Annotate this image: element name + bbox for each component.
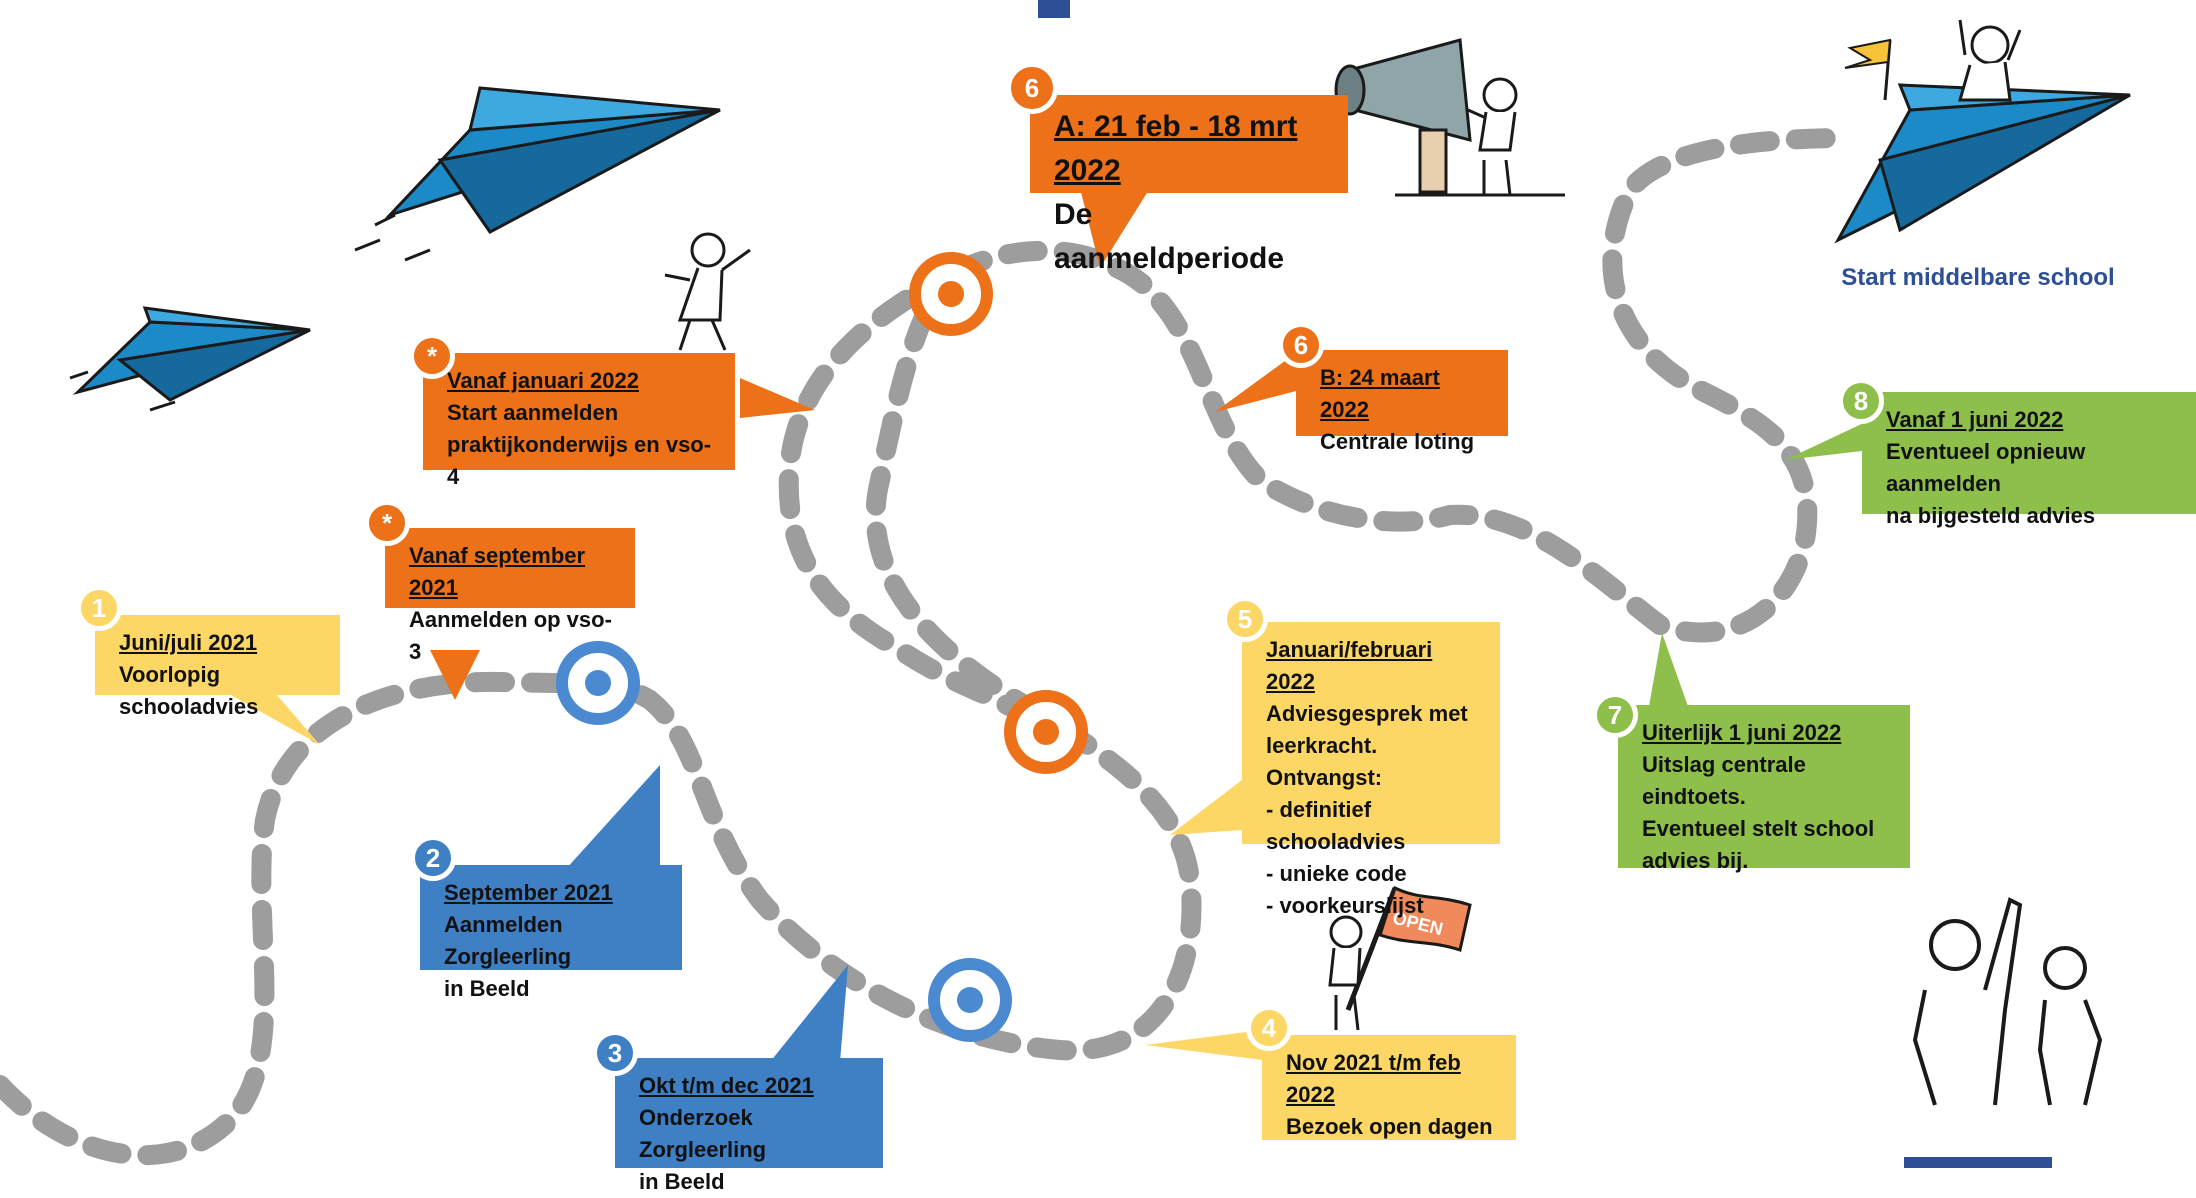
paper-plane-icon [354, 86, 721, 262]
step-2-title: September 2021 [444, 880, 613, 905]
step-s2-body: Start aanmelden praktijkonderwijs en vso… [447, 400, 712, 489]
step-5-badge: 5 [1222, 596, 1268, 642]
bottom-bar [1904, 1157, 2052, 1168]
step-6b-callout: B: 24 maart 2022 Centrale loting [1296, 350, 1508, 454]
step-1-body: Voorlopig schooladvies [119, 662, 259, 719]
callout-tails [165, 188, 1870, 1062]
stick-figure-icon [664, 232, 751, 351]
target-marker-orange-2 [1004, 690, 1088, 774]
step-8-body: Eventueel opnieuw aanmelden na bijgestel… [1886, 439, 2096, 528]
step-4-body: Bezoek open dagen [1286, 1114, 1493, 1139]
stick-figure-icon [1395, 77, 1565, 197]
step-8-title: Vanaf 1 juni 2022 [1886, 407, 2064, 432]
finish-label: Start middelbare school [1841, 264, 2115, 291]
step-s1-callout: Vanaf september 2021 Aanmelden op vso-3 [385, 528, 635, 664]
step-s2-callout: Vanaf januari 2022 Start aanmelden prakt… [423, 353, 735, 489]
step-4-badge: 4 [1246, 1005, 1292, 1051]
step-6b-body: Centrale loting [1320, 429, 1475, 454]
step-7-badge: 7 [1592, 692, 1638, 738]
step-7-body: Uitslag centrale eindtoets. Eventueel st… [1642, 752, 1875, 873]
dashed-path [0, 128, 1860, 1166]
step-1-title: Juni/juli 2021 [119, 630, 258, 655]
step-s2-badge: * [409, 333, 455, 379]
step-6a-badge: 6 [1006, 62, 1058, 114]
step-s1-title: Vanaf september 2021 [409, 543, 586, 600]
step-7-title: Uiterlijk 1 juni 2022 [1642, 720, 1842, 745]
stick-figure-icon [1958, 19, 2022, 102]
step-4-title: Nov 2021 t/m feb 2022 [1286, 1050, 1461, 1107]
step-3-body: Onderzoek Zorgleerling in Beeld [639, 1105, 767, 1194]
paper-plane-icon [1834, 83, 2131, 244]
target-marker-blue-1 [556, 641, 640, 725]
step-1-badge: 1 [76, 585, 122, 631]
step-2-body: Aanmelden Zorgleerling in Beeld [444, 912, 572, 1001]
flag-icon [1844, 38, 1892, 101]
stick-figure-icon [1328, 915, 1363, 1031]
step-6b-badge: 6 [1278, 322, 1324, 368]
target-marker-blue-2 [928, 958, 1012, 1042]
step-3-title: Okt t/m dec 2021 [639, 1073, 814, 1098]
step-s2-title: Vanaf januari 2022 [447, 368, 639, 393]
step-6a-title: A: 21 feb - 18 mrt 2022 [1054, 110, 1298, 187]
step-2-badge: 2 [410, 835, 456, 881]
step-8-badge: 8 [1838, 378, 1884, 424]
step-6b-title: B: 24 maart 2022 [1320, 365, 1440, 422]
high-five-icon [1912, 897, 2103, 1106]
step-6a-callout: A: 21 feb - 18 mrt 2022 De aanmeldperiod… [1030, 95, 1348, 275]
roadmap-illustration: OPEN [0, 0, 2131, 1168]
target-marker-orange-1 [909, 252, 993, 336]
step-8-callout: Vanaf 1 juni 2022 Eventueel opnieuw aanm… [1862, 392, 2196, 528]
step-3-callout: Okt t/m dec 2021 Onderzoek Zorgleerling … [615, 1058, 883, 1194]
step-7-callout: Uiterlijk 1 juni 2022 Uitslag centrale e… [1618, 705, 1910, 873]
step-5-title: Januari/februari 2022 [1266, 637, 1433, 694]
step-5-body: Adviesgesprek met leerkracht. Ontvangst:… [1266, 701, 1468, 918]
step-2-callout: September 2021 Aanmelden Zorgleerling in… [420, 865, 682, 1001]
step-5-callout: Januari/februari 2022 Adviesgesprek met … [1242, 622, 1500, 918]
top-bar [1038, 0, 1070, 18]
step-4-callout: Nov 2021 t/m feb 2022 Bezoek open dagen [1262, 1035, 1516, 1140]
megaphone-icon [1334, 38, 1472, 194]
paper-plane-icon [69, 306, 311, 412]
open-flag-icon: OPEN [1345, 885, 1472, 1011]
step-s1-badge: * [364, 500, 410, 546]
step-1-callout: Juni/juli 2021 Voorlopig schooladvies [95, 615, 340, 719]
step-3-badge: 3 [592, 1030, 638, 1076]
step-6a-body: De aanmeldperiode [1054, 198, 1285, 275]
step-s1-body: Aanmelden op vso-3 [409, 607, 612, 664]
